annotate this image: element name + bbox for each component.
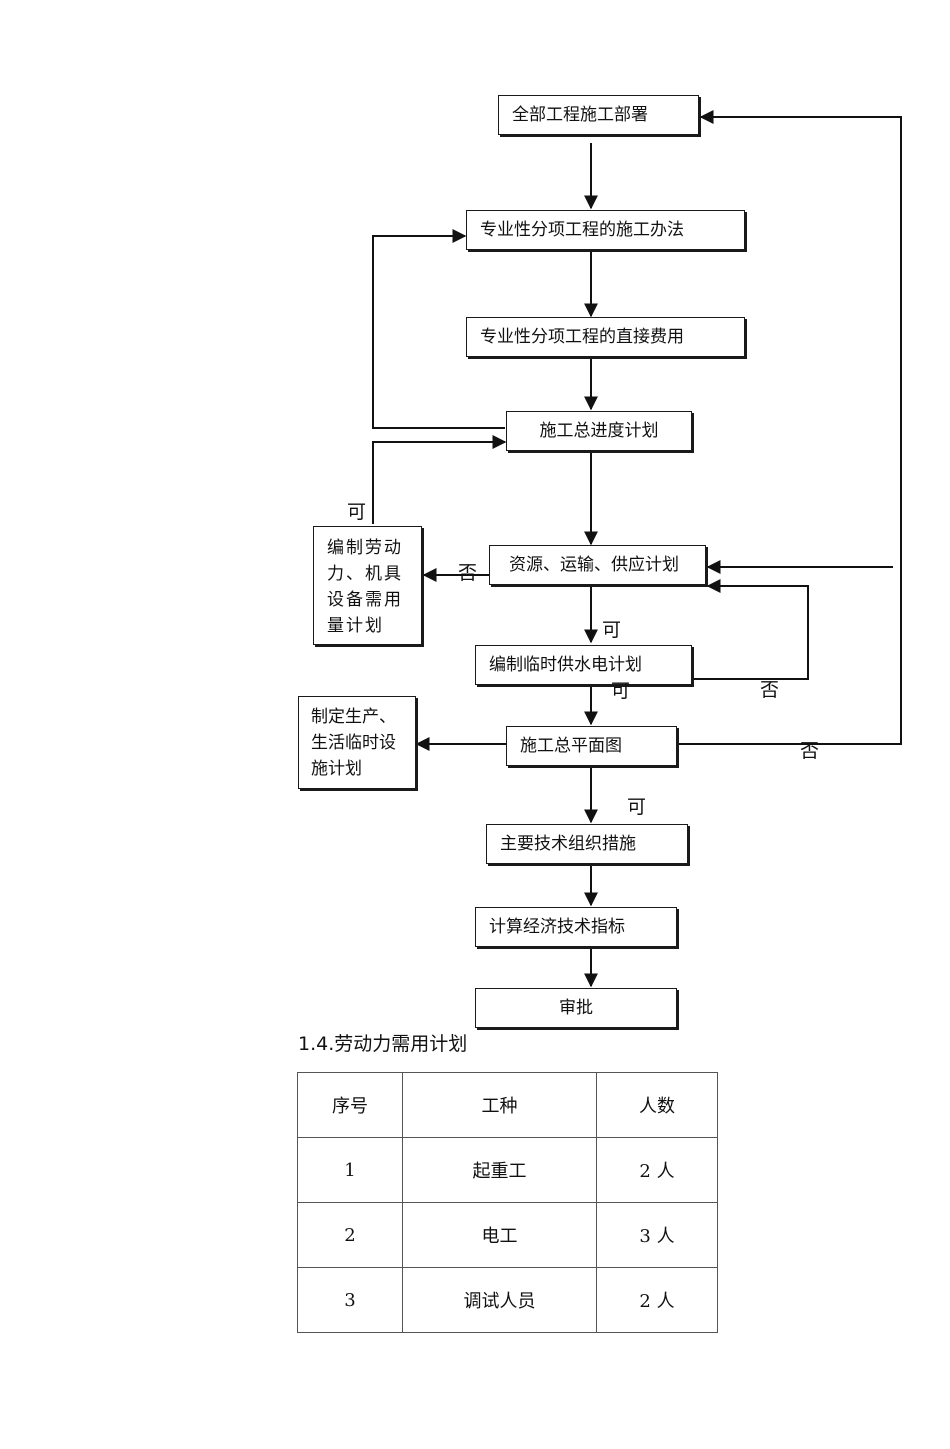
table-header-row: 序号 工种 人数 (297, 1072, 718, 1138)
box-master-schedule: 施工总进度计划 (506, 411, 692, 451)
label-no-site-plan: 否 (800, 740, 820, 762)
loop-schedule-to-methods (372, 229, 505, 429)
cell-count: 3 人 (596, 1202, 718, 1268)
cell-trade: 调试人员 (402, 1267, 597, 1333)
label-yes-labor: 可 (347, 501, 367, 523)
table-row: 1 起重工 2 人 (297, 1137, 718, 1203)
section-heading: 1.4.劳动力需用计划 (298, 1033, 468, 1055)
label-yes-resources: 可 (602, 619, 622, 641)
box-resource-plan: 资源、运输、供应计划 (489, 545, 706, 585)
label-no-resources: 否 (458, 562, 478, 584)
table-row: 2 电工 3 人 (297, 1202, 718, 1268)
table-row: 3 调试人员 2 人 (297, 1267, 718, 1333)
header-count: 人数 (596, 1072, 718, 1138)
cell-seq: 3 (297, 1267, 403, 1333)
box-specialty-direct-costs: 专业性分项工程的直接费用 (466, 317, 745, 357)
cell-seq: 1 (297, 1137, 403, 1203)
box-main-tech-measures: 主要技术组织措施 (486, 824, 688, 864)
cell-trade: 起重工 (402, 1137, 597, 1203)
labor-demand-table: 序号 工种 人数 1 起重工 2 人 2 电工 3 人 3 调试人员 2 人 (297, 1072, 718, 1333)
box-econ-tech-indicators: 计算经济技术指标 (475, 907, 677, 947)
box-overall-deployment: 全部工程施工部署 (498, 95, 699, 135)
label-yes-water-power: 可 (611, 680, 631, 702)
header-seq: 序号 (297, 1072, 403, 1138)
flowchart-connectors (372, 110, 902, 988)
box-approval: 审批 (475, 988, 677, 1028)
loop-labor-to-schedule (372, 435, 507, 524)
box-labor-equipment-plan: 编制劳动力、机具设备需用量计划 (313, 526, 422, 645)
cell-trade: 电工 (402, 1202, 597, 1268)
box-specialty-methods: 专业性分项工程的施工办法 (466, 210, 745, 250)
cell-count: 2 人 (596, 1137, 718, 1203)
label-no-water-power: 否 (760, 679, 780, 701)
cell-count: 2 人 (596, 1267, 718, 1333)
header-trade: 工种 (402, 1072, 597, 1138)
loop-site-plan-to-deployment (678, 110, 902, 745)
box-temp-water-power-plan: 编制临时供水电计划 (475, 645, 692, 685)
box-site-plan: 施工总平面图 (506, 726, 677, 766)
loop-water-power-to-resources (694, 579, 809, 680)
cell-seq: 2 (297, 1202, 403, 1268)
label-yes-site-plan: 可 (627, 796, 647, 818)
box-temp-facilities-plan: 制定生产、生活临时设施计划 (298, 696, 416, 789)
